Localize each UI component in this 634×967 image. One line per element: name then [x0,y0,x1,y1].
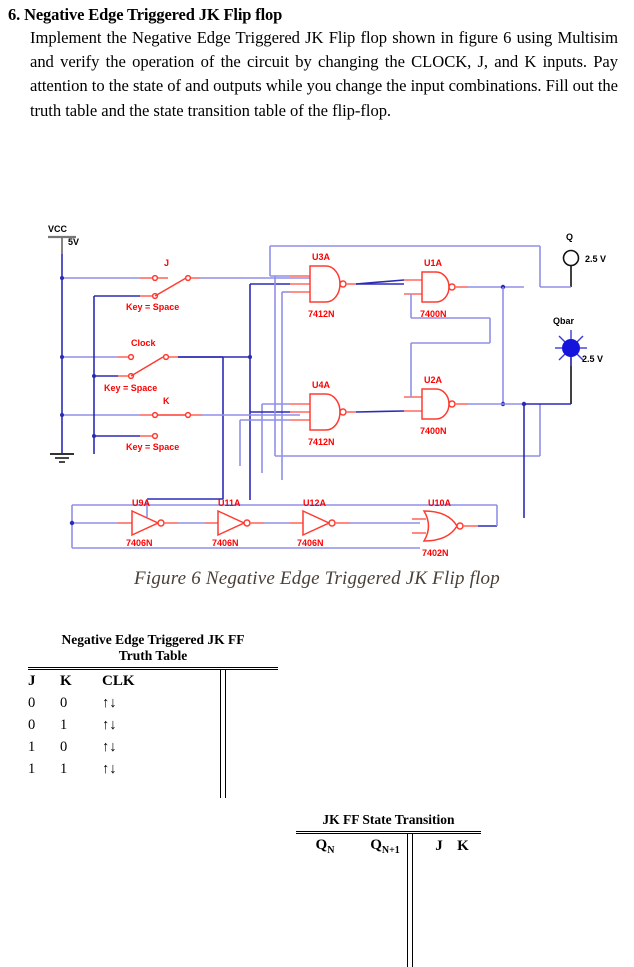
truth-cell-j: 1 [28,738,36,755]
switch-j-key: Key = Space [126,302,179,312]
switch-clock-label: Clock [131,338,157,348]
gate-u9a: U9A 7406N [118,498,178,548]
problem-statement: 6. Negative Edge Triggered JK Flip flop … [8,4,618,123]
truth-table-header-row: J K CLK [28,670,222,692]
problem-body: Implement the Negative Edge Triggered JK… [30,28,618,120]
state-header-qn-base: Q [315,837,328,854]
gate-u2a-ref: U2A [424,375,443,385]
vcc-value: 5V [68,237,79,247]
gate-u10a-ref: U10A [428,498,452,508]
ground-symbol [50,453,74,463]
vcc-label: VCC [48,224,68,234]
switch-k-label: K [163,396,170,406]
gate-u2a: U2A 7400N [404,375,468,436]
state-table-header-row: QN QN+1 J K [296,834,478,858]
truth-cell-clk: ↑↓ [102,716,117,733]
gate-u3a-part: 7412N [308,309,335,319]
gate-u9a-ref: U9A [132,498,151,508]
state-table-title: JK FF State Transition [322,812,455,827]
inverter-chain: U9A 7406N U11A 7406N U12A 7406N [69,498,498,558]
state-table-grid: QN QN+1 J K [296,834,478,858]
problem-title: Negative Edge Triggered JK Flip flop [24,5,283,24]
truth-cell-k: 1 [60,716,68,733]
gate-u11a-part: 7406N [212,538,239,548]
switch-k[interactable]: K Key = Space [60,296,300,454]
gate-u10a: U10A 7402N [412,498,478,558]
table-row: 0 0 ↑↓ [28,692,222,714]
gate-u3a-ref: U3A [312,252,331,262]
table-row: 1 0 ↑↓ [28,736,222,758]
truth-table-title-line2: Truth Table [118,648,188,663]
gate-u3a: U3A 7412N [290,252,356,319]
gate-u10a-part: 7402N [422,548,449,558]
gate-u4a-ref: U4A [312,380,331,390]
state-header-qn1-base: Q [370,837,382,854]
state-header-qn-sub: N [327,845,335,857]
truth-table-title-line1: Negative Edge Triggered JK FF [61,632,245,647]
gate-u9a-part: 7406N [126,538,153,548]
truth-cell-clk: ↑↓ [102,694,117,711]
circuit-schematic: .wL { stroke:#8f8fe8; stroke-width:1.6; … [48,224,606,558]
table-row: 1 1 ↑↓ [28,758,222,780]
truth-table-header-clk: CLK [102,673,135,690]
gate-u12a-part: 7406N [297,538,324,548]
state-header-j: J [435,838,443,855]
probe-q-value: 2.5 V [585,254,606,264]
table-row: 0 1 ↑↓ [28,714,222,736]
switch-j[interactable]: J Key = Space [60,258,318,312]
truth-table: Negative Edge Triggered JK FF Truth Tabl… [28,632,278,799]
truth-cell-j: 0 [28,716,36,733]
switch-j-label: J [164,258,169,268]
gate-u1a-part: 7400N [420,309,447,319]
truth-cell-j: 0 [28,694,36,711]
gate-u1a-ref: U1A [424,258,443,268]
figure-caption: Figure 6 Negative Edge Triggered JK Flip… [134,568,500,589]
state-table-top-rule [296,831,481,835]
switch-clock[interactable]: Clock Key = Space [60,338,252,517]
probe-q-led [562,249,580,267]
state-header-qn1: QN+1 [354,834,416,858]
state-transition-table: JK FF State Transition QN QN+1 J K [296,812,481,967]
latch-wiring [239,245,541,518]
circuit-figure: .wL { stroke:#8f8fe8; stroke-width:1.6; … [0,218,634,608]
truth-table-grid: J K CLK 0 0 ↑↓ 0 1 ↑↓ 1 0 [28,670,222,780]
truth-table-header-j: J [28,673,36,690]
probe-qbar-led [562,339,580,357]
probe-qbar-value: 2.5 V [582,354,603,364]
state-header-qn: QN [296,834,354,858]
state-table-vertical-separator [407,834,413,967]
switch-clock-key: Key = Space [104,383,157,393]
truth-table-vertical-separator [220,670,226,799]
truth-table-header-k: K [60,673,72,690]
gate-u12a: U12A 7406N [290,498,350,548]
truth-cell-clk: ↑↓ [102,760,117,777]
vcc-source: VCC 5V [48,224,79,254]
truth-cell-clk: ↑↓ [102,738,117,755]
gate-u11a: U11A 7406N [205,498,264,548]
truth-cell-k: 1 [60,760,68,777]
truth-cell-j: 1 [28,760,36,777]
probe-q: Q 2.5 V [540,232,606,288]
gate-u1a: U1A 7400N [404,258,468,319]
truth-table-top-rule [28,667,278,671]
probe-q-label: Q [566,232,573,242]
probe-qbar: Qbar 2.5 V [521,316,603,407]
gate-u4a-part: 7412N [308,437,335,447]
gate-u12a-ref: U12A [303,498,327,508]
state-header-qn1-sub: N+1 [381,845,400,857]
switch-k-key: Key = Space [126,442,179,452]
truth-cell-k: 0 [60,694,68,711]
probe-qbar-label: Qbar [553,316,575,326]
gate-u2a-part: 7400N [420,426,447,436]
truth-cell-k: 0 [60,738,68,755]
gate-u11a-ref: U11A [218,498,241,508]
problem-heading: 6. Negative Edge Triggered JK Flip flop [8,4,618,25]
gate-u4a: U4A 7412N [290,380,356,447]
state-header-k: K [457,838,469,855]
problem-number: 6. [8,5,21,24]
